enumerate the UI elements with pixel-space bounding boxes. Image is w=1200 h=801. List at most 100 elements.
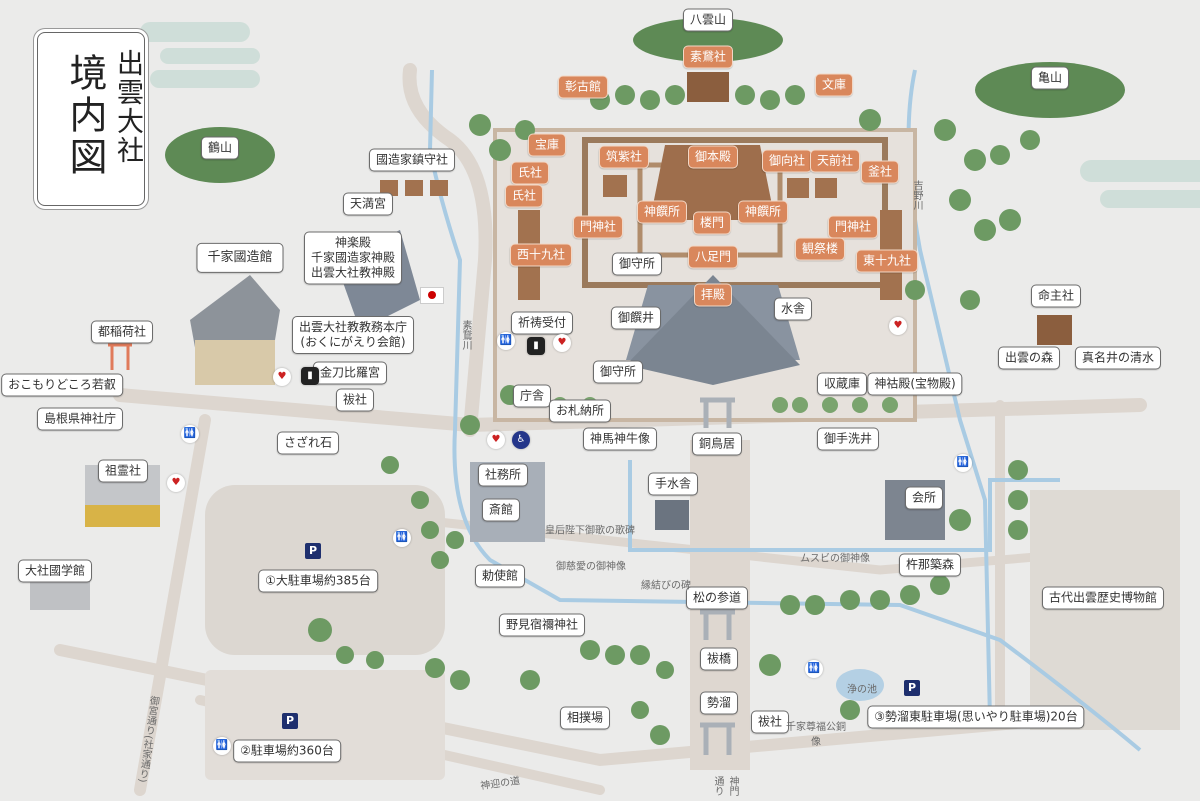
label-kodai-izumo-museum[interactable]: 古代出雲歴史博物館: [1041, 586, 1165, 610]
label-yakumoyama[interactable]: 八雲山: [682, 8, 734, 32]
label-sumojo[interactable]: 相撲場: [559, 706, 611, 730]
aed-icon: ♥: [889, 317, 907, 335]
museum-grounds: [1030, 490, 1180, 730]
parking-icon: P: [282, 713, 298, 729]
label-manai-no-shimizu[interactable]: 真名井の清水: [1074, 346, 1162, 370]
japan-flag-icon: [420, 287, 444, 304]
restroom-icon: 🚻: [213, 737, 231, 755]
label-omamoridokoro-2[interactable]: 御守所: [592, 360, 644, 384]
label-mitarashii[interactable]: 御手洗井: [816, 427, 880, 451]
label-romon[interactable]: 楼門: [692, 211, 732, 235]
atm-icon: ▮: [527, 337, 545, 355]
label-shinsenjo-west[interactable]: 神饌所: [636, 200, 688, 224]
label-kizukimori[interactable]: 杵那築森: [898, 553, 962, 577]
parking-icon: P: [305, 543, 321, 559]
label-shuzoko[interactable]: 収蔵庫: [816, 372, 868, 396]
kiyonoike-pond: [836, 669, 884, 701]
label-sazareishi[interactable]: さざれ石: [276, 431, 340, 455]
restroom-icon: 🚻: [954, 454, 972, 472]
label-misei[interactable]: 御饌井: [610, 306, 662, 330]
text-enmusubi: 縁結びの碑: [641, 580, 691, 592]
title-sub: 出雲大社: [112, 49, 143, 165]
restroom-icon: 🚻: [181, 425, 199, 443]
label-honden[interactable]: 御本殿: [687, 145, 739, 169]
label-ujinoyashiro-2[interactable]: 氏社: [504, 184, 544, 208]
label-higashi-jukusha[interactable]: 東十九社: [855, 249, 919, 273]
label-bunko[interactable]: 文庫: [814, 73, 854, 97]
label-monjinja-east[interactable]: 門神社: [827, 215, 879, 239]
label-inochinushisha[interactable]: 命主社: [1030, 284, 1082, 308]
label-chokushikan[interactable]: 勅使館: [474, 564, 526, 588]
label-temizusha[interactable]: 手水舎: [647, 472, 699, 496]
label-seidamari[interactable]: 勢溜: [699, 691, 739, 715]
label-miyako-inarisha[interactable]: 都稲荷社: [90, 320, 154, 344]
text-shinmon-dori: 神門通り: [712, 776, 738, 796]
label-parking-2[interactable]: ②駐車場約360台: [233, 739, 341, 763]
aed-icon: ♥: [553, 334, 571, 352]
label-shinme-shingyu-zo[interactable]: 神馬神牛像: [582, 427, 658, 451]
label-kaisho[interactable]: 会所: [904, 486, 944, 510]
text-gojiai: 御慈愛の御神像: [556, 561, 626, 573]
label-kotohiragu[interactable]: 金刀比羅宮: [312, 361, 388, 385]
label-nishi-jukusha[interactable]: 西十九社: [509, 243, 573, 267]
label-monjinja-west[interactable]: 門神社: [572, 215, 624, 239]
label-hoko[interactable]: 宝庫: [527, 133, 567, 157]
label-chosha[interactable]: 庁舎: [512, 384, 552, 408]
label-tsukushisha[interactable]: 筑紫社: [598, 145, 650, 169]
label-okomoridokoro[interactable]: おこもりどころ若叡: [1, 373, 123, 397]
label-tenmangu[interactable]: 天満宮: [342, 192, 394, 216]
map-title: 境内図 出雲大社: [37, 32, 145, 206]
label-kyomu-honcho[interactable]: 出雲大社教教務本庁 (おくにがえり会館): [291, 316, 415, 354]
label-omamoridokoro-1[interactable]: 御守所: [611, 252, 663, 276]
label-shokokan[interactable]: 彰古館: [557, 75, 609, 99]
text-kahi: 皇后陛下御歌の歌碑: [545, 525, 635, 537]
label-kamanoyashiro[interactable]: 釜社: [860, 160, 900, 184]
label-kokuzoke-chinjusha[interactable]: 國造家鎮守社: [368, 148, 456, 172]
label-parking-1[interactable]: ①大駐車場約385台: [258, 569, 378, 593]
text-musubi: ムスビの御神像: [800, 553, 870, 565]
restroom-icon: 🚻: [393, 529, 411, 547]
label-kito-uketsuke[interactable]: 祈祷受付: [510, 311, 574, 335]
label-mimukaisha[interactable]: 御向社: [761, 149, 813, 173]
kaguraden-line: 出雲大社教神殿: [310, 265, 396, 280]
label-parking-3[interactable]: ③勢溜東駐車場(思いやり駐車場)20台: [867, 705, 1085, 729]
label-shinkoden[interactable]: 神祜殿(宝物殿): [867, 372, 963, 396]
label-haraenoyashiro-west[interactable]: 祓社: [335, 388, 375, 412]
label-tsuruyama[interactable]: 鶴山: [200, 136, 240, 160]
restroom-icon: 🚻: [497, 332, 515, 350]
text-yoshinogawa: 吉野川: [911, 180, 922, 210]
label-kameyama[interactable]: 亀山: [1030, 66, 1070, 90]
label-kaguraden[interactable]: 神楽殿 千家國造家神殿 出雲大社教神殿: [303, 231, 403, 285]
label-shinsenjo-east[interactable]: 神饌所: [737, 200, 789, 224]
label-shamusho[interactable]: 社務所: [477, 463, 529, 487]
text-senge-statue: 千家尊福公銅像: [786, 722, 846, 748]
label-amasakisha[interactable]: 天前社: [809, 149, 861, 173]
label-ujinoyashiro-1[interactable]: 氏社: [510, 161, 550, 185]
label-nominosukune-jinja[interactable]: 野見宿禰神社: [498, 613, 586, 637]
parking-lot-2: [205, 670, 445, 780]
text-kiyonoike: 浄の池: [847, 684, 877, 696]
label-ofuda-nosho[interactable]: お札納所: [548, 399, 612, 423]
label-dotorii[interactable]: 銅鳥居: [691, 432, 743, 456]
label-haraenohashi[interactable]: 祓橋: [699, 647, 739, 671]
label-soreisha[interactable]: 祖霊社: [97, 459, 149, 483]
label-saikan[interactable]: 斎館: [481, 498, 521, 522]
aed-icon: ♥: [487, 431, 505, 449]
label-kansairo[interactable]: 観祭楼: [794, 237, 846, 261]
cloud-decoration: [140, 22, 1200, 208]
title-main: 境内図: [63, 53, 107, 179]
label-mizusha[interactable]: 水舎: [773, 297, 813, 321]
atm-icon: ▮: [301, 367, 319, 385]
kyomu-line: (おくにがえり会館): [300, 335, 406, 349]
label-sogasha[interactable]: 素鵞社: [682, 45, 734, 69]
label-haiden[interactable]: 拝殿: [693, 283, 733, 307]
label-kokugakukan[interactable]: 大社國学館: [17, 559, 93, 583]
aed-icon: ♥: [273, 368, 291, 386]
label-izumo-no-mori[interactable]: 出雲の森: [997, 346, 1061, 370]
label-shimane-jinjacho[interactable]: 島根県神社庁: [36, 407, 124, 431]
aed-icon: ♥: [167, 474, 185, 492]
label-matsu-no-sando[interactable]: 松の参道: [685, 586, 749, 610]
label-senge-kokuzokan[interactable]: 千家國造館: [196, 242, 284, 274]
label-yatsuashimon[interactable]: 八足門: [687, 245, 739, 269]
label-haraenoyashiro-east[interactable]: 祓社: [750, 710, 790, 734]
